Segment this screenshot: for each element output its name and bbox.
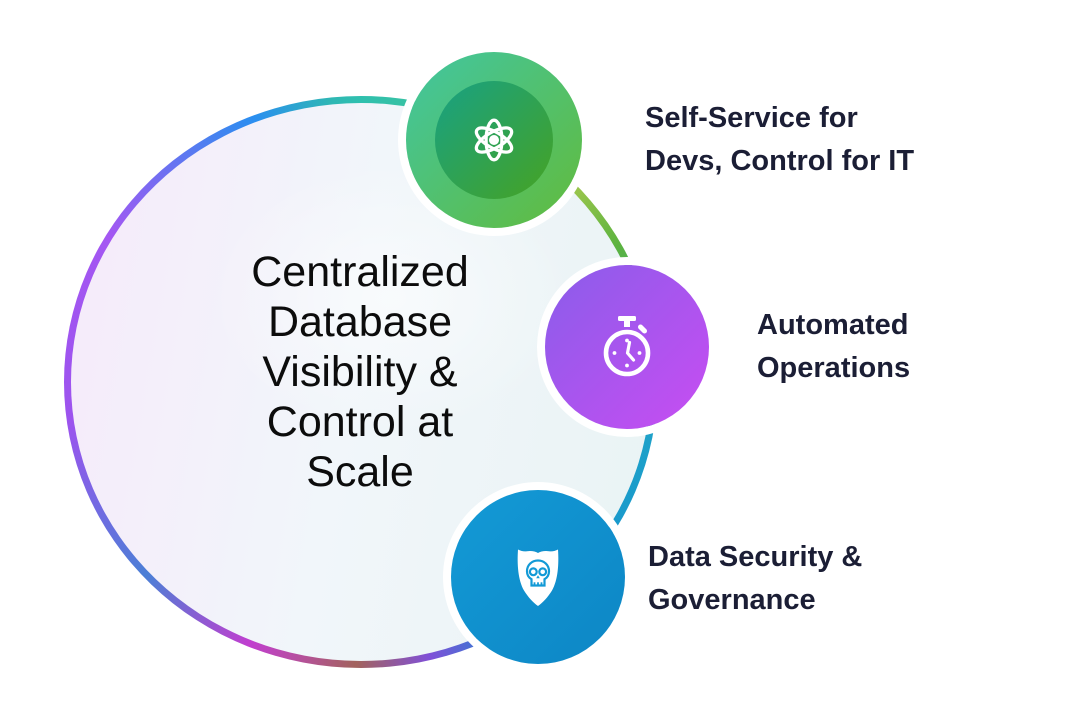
self-service-label-line: Self-Service for bbox=[645, 102, 858, 134]
data-security-label-line: Data Security & bbox=[648, 541, 863, 573]
data-security-badge bbox=[451, 490, 625, 664]
automated-operations-badge bbox=[545, 265, 709, 429]
center-title-line: Centralized bbox=[251, 248, 469, 296]
center-title-line: Database bbox=[267, 298, 453, 346]
center-title-line: Scale bbox=[306, 448, 414, 496]
self-service-label-line: Devs, Control for IT bbox=[645, 145, 915, 177]
shield-skull-icon bbox=[517, 549, 559, 606]
atom-icon bbox=[474, 118, 514, 162]
data-security-label: Data Security & Governance bbox=[648, 536, 862, 622]
center-title: Centralized Database Visibility & Contro… bbox=[140, 247, 580, 497]
center-title-line: Visibility & bbox=[262, 348, 458, 396]
automated-operations-label: Automated Operations bbox=[757, 304, 910, 390]
center-title-line: Control at bbox=[266, 398, 454, 446]
self-service-label: Self-Service for Devs, Control for IT bbox=[645, 97, 914, 183]
stopwatch-icon bbox=[603, 316, 651, 377]
automated-operations-label-line: Automated bbox=[757, 309, 909, 341]
data-security-label-line: Governance bbox=[648, 584, 816, 616]
automated-operations-label-line: Operations bbox=[757, 352, 911, 384]
self-service-badge bbox=[406, 52, 582, 228]
